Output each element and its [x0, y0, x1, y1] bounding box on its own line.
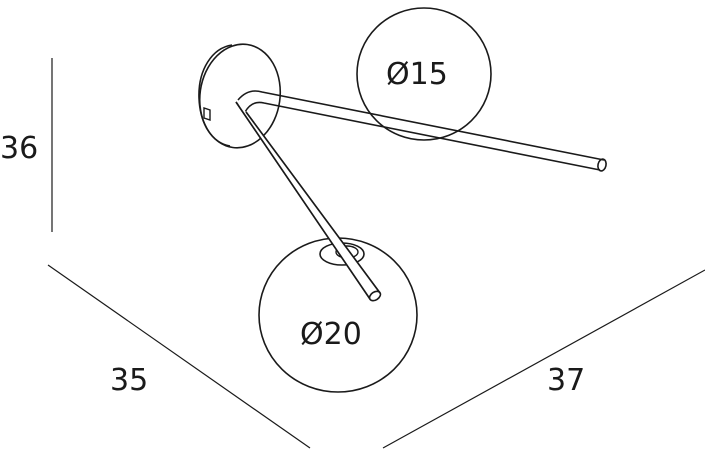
- angled-arm-end-cap: [368, 290, 382, 302]
- depth-label: 35: [110, 363, 148, 398]
- wall-plate: [198, 43, 282, 149]
- wall-plate-edge: [198, 44, 233, 147]
- long-arm-end-cap: [597, 158, 607, 172]
- small-globe: [356, 7, 492, 141]
- small-globe-diameter-label: Ø15: [386, 57, 448, 92]
- long-arm-rod: [237, 90, 605, 171]
- width-dimension-line: [382, 269, 705, 449]
- height-label: 36: [0, 131, 38, 166]
- angled-arm-rod-fill: [236, 102, 380, 299]
- depth-dimension-line: [47, 264, 311, 449]
- large-globe-diameter-label: Ø20: [300, 317, 362, 352]
- wall-plate-screw: [203, 107, 211, 121]
- large-globe: [258, 237, 418, 393]
- angled-arm-rod-outline: [235, 101, 381, 300]
- width-label: 37: [547, 363, 585, 398]
